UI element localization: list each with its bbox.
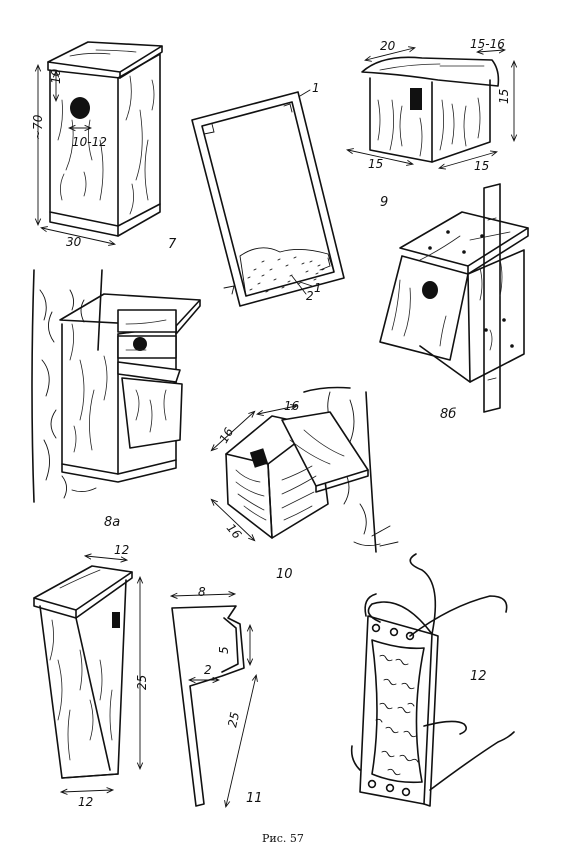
figure-12-padded-board: 12 bbox=[350, 553, 515, 807]
figure-section-view: 1 1 2 bbox=[191, 81, 345, 307]
dim-notch-depth: 2 bbox=[204, 663, 212, 677]
dim-roof-edge: 16 bbox=[284, 399, 300, 413]
entrance-hole-icon bbox=[70, 97, 90, 119]
dim-wedge-bottom: 12 bbox=[78, 795, 93, 809]
figure-12-label: 12 bbox=[470, 669, 487, 684]
figure-7-tall-birdhouse: 10 ~70 10-12 30 7 bbox=[31, 41, 177, 252]
dim-cube-edge-top: 16 bbox=[216, 425, 236, 446]
figure-8b-label: 8б bbox=[440, 407, 456, 422]
dim-notch-height: 5 bbox=[217, 646, 231, 654]
figure-9-label: 9 bbox=[380, 195, 388, 210]
figure-10-label: 10 bbox=[276, 567, 293, 582]
figure-7-label: 7 bbox=[168, 237, 177, 252]
figure-wedge-birdhouse: 12 25 12 bbox=[33, 543, 149, 809]
dim-hole-height: 10 bbox=[49, 68, 63, 84]
dim-roof-width: 15-16 bbox=[470, 37, 505, 51]
slot-entrance-icon bbox=[410, 88, 422, 110]
dim-pattern-length: 25 bbox=[225, 711, 242, 729]
section-label-1-top: 1 bbox=[312, 81, 320, 95]
entrance-hole-icon bbox=[133, 337, 147, 351]
figure-8a-label: 8а bbox=[104, 515, 120, 530]
figure-8a-box-on-tree: 8а bbox=[31, 269, 201, 530]
figure-10-cube-on-trunk: 16 16 16 10 bbox=[212, 386, 399, 582]
figure-8b-box-on-post: 8б bbox=[379, 183, 529, 422]
dim-roof-depth: 20 bbox=[380, 39, 396, 53]
dim-hole-diameter: 10-12 bbox=[72, 135, 107, 149]
dim-total-height: ~70 bbox=[31, 114, 45, 140]
figure-caption: Рис. 57 bbox=[262, 832, 304, 845]
section-label-2: 2 bbox=[306, 289, 314, 303]
figure-9-curved-roof-box: 20 15-16 15 15 15 9 bbox=[348, 37, 514, 210]
dim-box-height: 15 bbox=[497, 89, 511, 104]
dim-wedge-top: 12 bbox=[114, 543, 129, 557]
entrance-hole-icon bbox=[422, 281, 438, 299]
dim-width: 30 bbox=[66, 235, 82, 249]
dim-box-depth: 15 bbox=[368, 157, 383, 171]
slot-entrance-icon bbox=[249, 448, 269, 468]
dim-box-width: 15 bbox=[474, 159, 489, 173]
dim-cube-edge-bottom: 16 bbox=[224, 521, 245, 542]
slot-entrance-icon bbox=[112, 612, 120, 628]
figure-11-side-pattern: 8 5 2 25 11 bbox=[172, 585, 263, 806]
dim-wedge-height: 25 bbox=[135, 675, 149, 690]
section-label-1-bottom: 1 bbox=[314, 281, 322, 295]
figure-11-label: 11 bbox=[246, 791, 263, 806]
dim-pattern-top: 8 bbox=[198, 585, 206, 599]
